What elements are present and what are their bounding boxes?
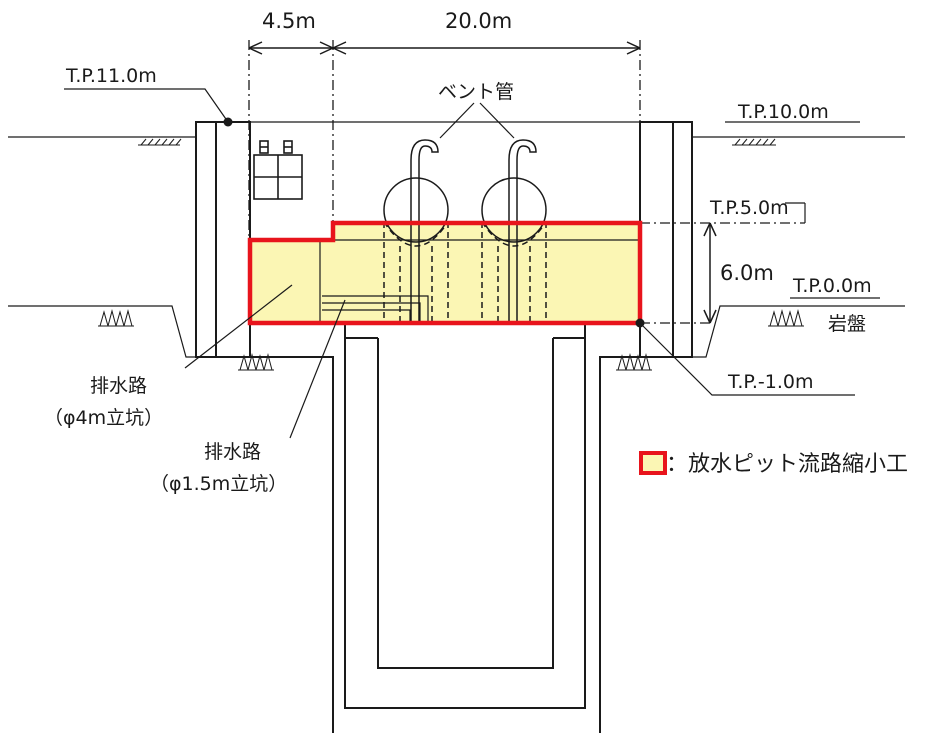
ground-lines [8,136,905,358]
vent-pipe-label: ベント管 [438,81,514,103]
legend-swatch [639,451,667,475]
dim-main-width: 20.0m [445,9,512,33]
legend-label: ：放水ピット流路縮小工 [666,452,908,477]
drain-15m-name: 排水路 [204,441,261,463]
pit-floor-and-shafts [216,323,673,733]
vent-label-leaders [439,102,515,139]
vent-pipe-casings [383,221,547,323]
drain-15m-spec: （φ1.5m立坑） [150,473,287,495]
drain-4m-spec: （φ4m立坑） [44,407,163,429]
elev-wall-top-left: T.P.11.0m [65,65,157,87]
flow-reduction-area-fill [250,223,640,323]
legend: ：放水ピット流路縮小工 [639,451,908,477]
elev-bedrock-top: T.P.0.0m [792,275,872,297]
dimension-arrows [248,41,717,324]
dimension-guides [248,40,805,324]
drain-4m-name: 排水路 [90,375,147,397]
ground-hatch-left [138,138,182,146]
elev-ground-right: T.P.10.0m [737,101,829,123]
elev-pit-bottom: T.P.-1.0m [727,371,814,393]
elev-water-top: T.P.5.0m [709,197,789,219]
left-wall [195,121,251,358]
ground-hatch-right [732,138,776,146]
internal-partition [319,239,640,323]
vent-pipe-right [481,139,547,323]
bedrock-label: 岩盤 [828,313,866,335]
wall-top-marker [223,117,233,127]
right-wall [639,121,693,358]
dim-left-width: 4.5m [262,9,316,33]
gate-equipment-icon [253,140,303,200]
pit-bottom-marker [635,318,645,328]
flow-reduction-area-outline [247,220,643,326]
dim-depth: 6.0m [720,261,774,285]
elevation-leaders [64,88,880,439]
